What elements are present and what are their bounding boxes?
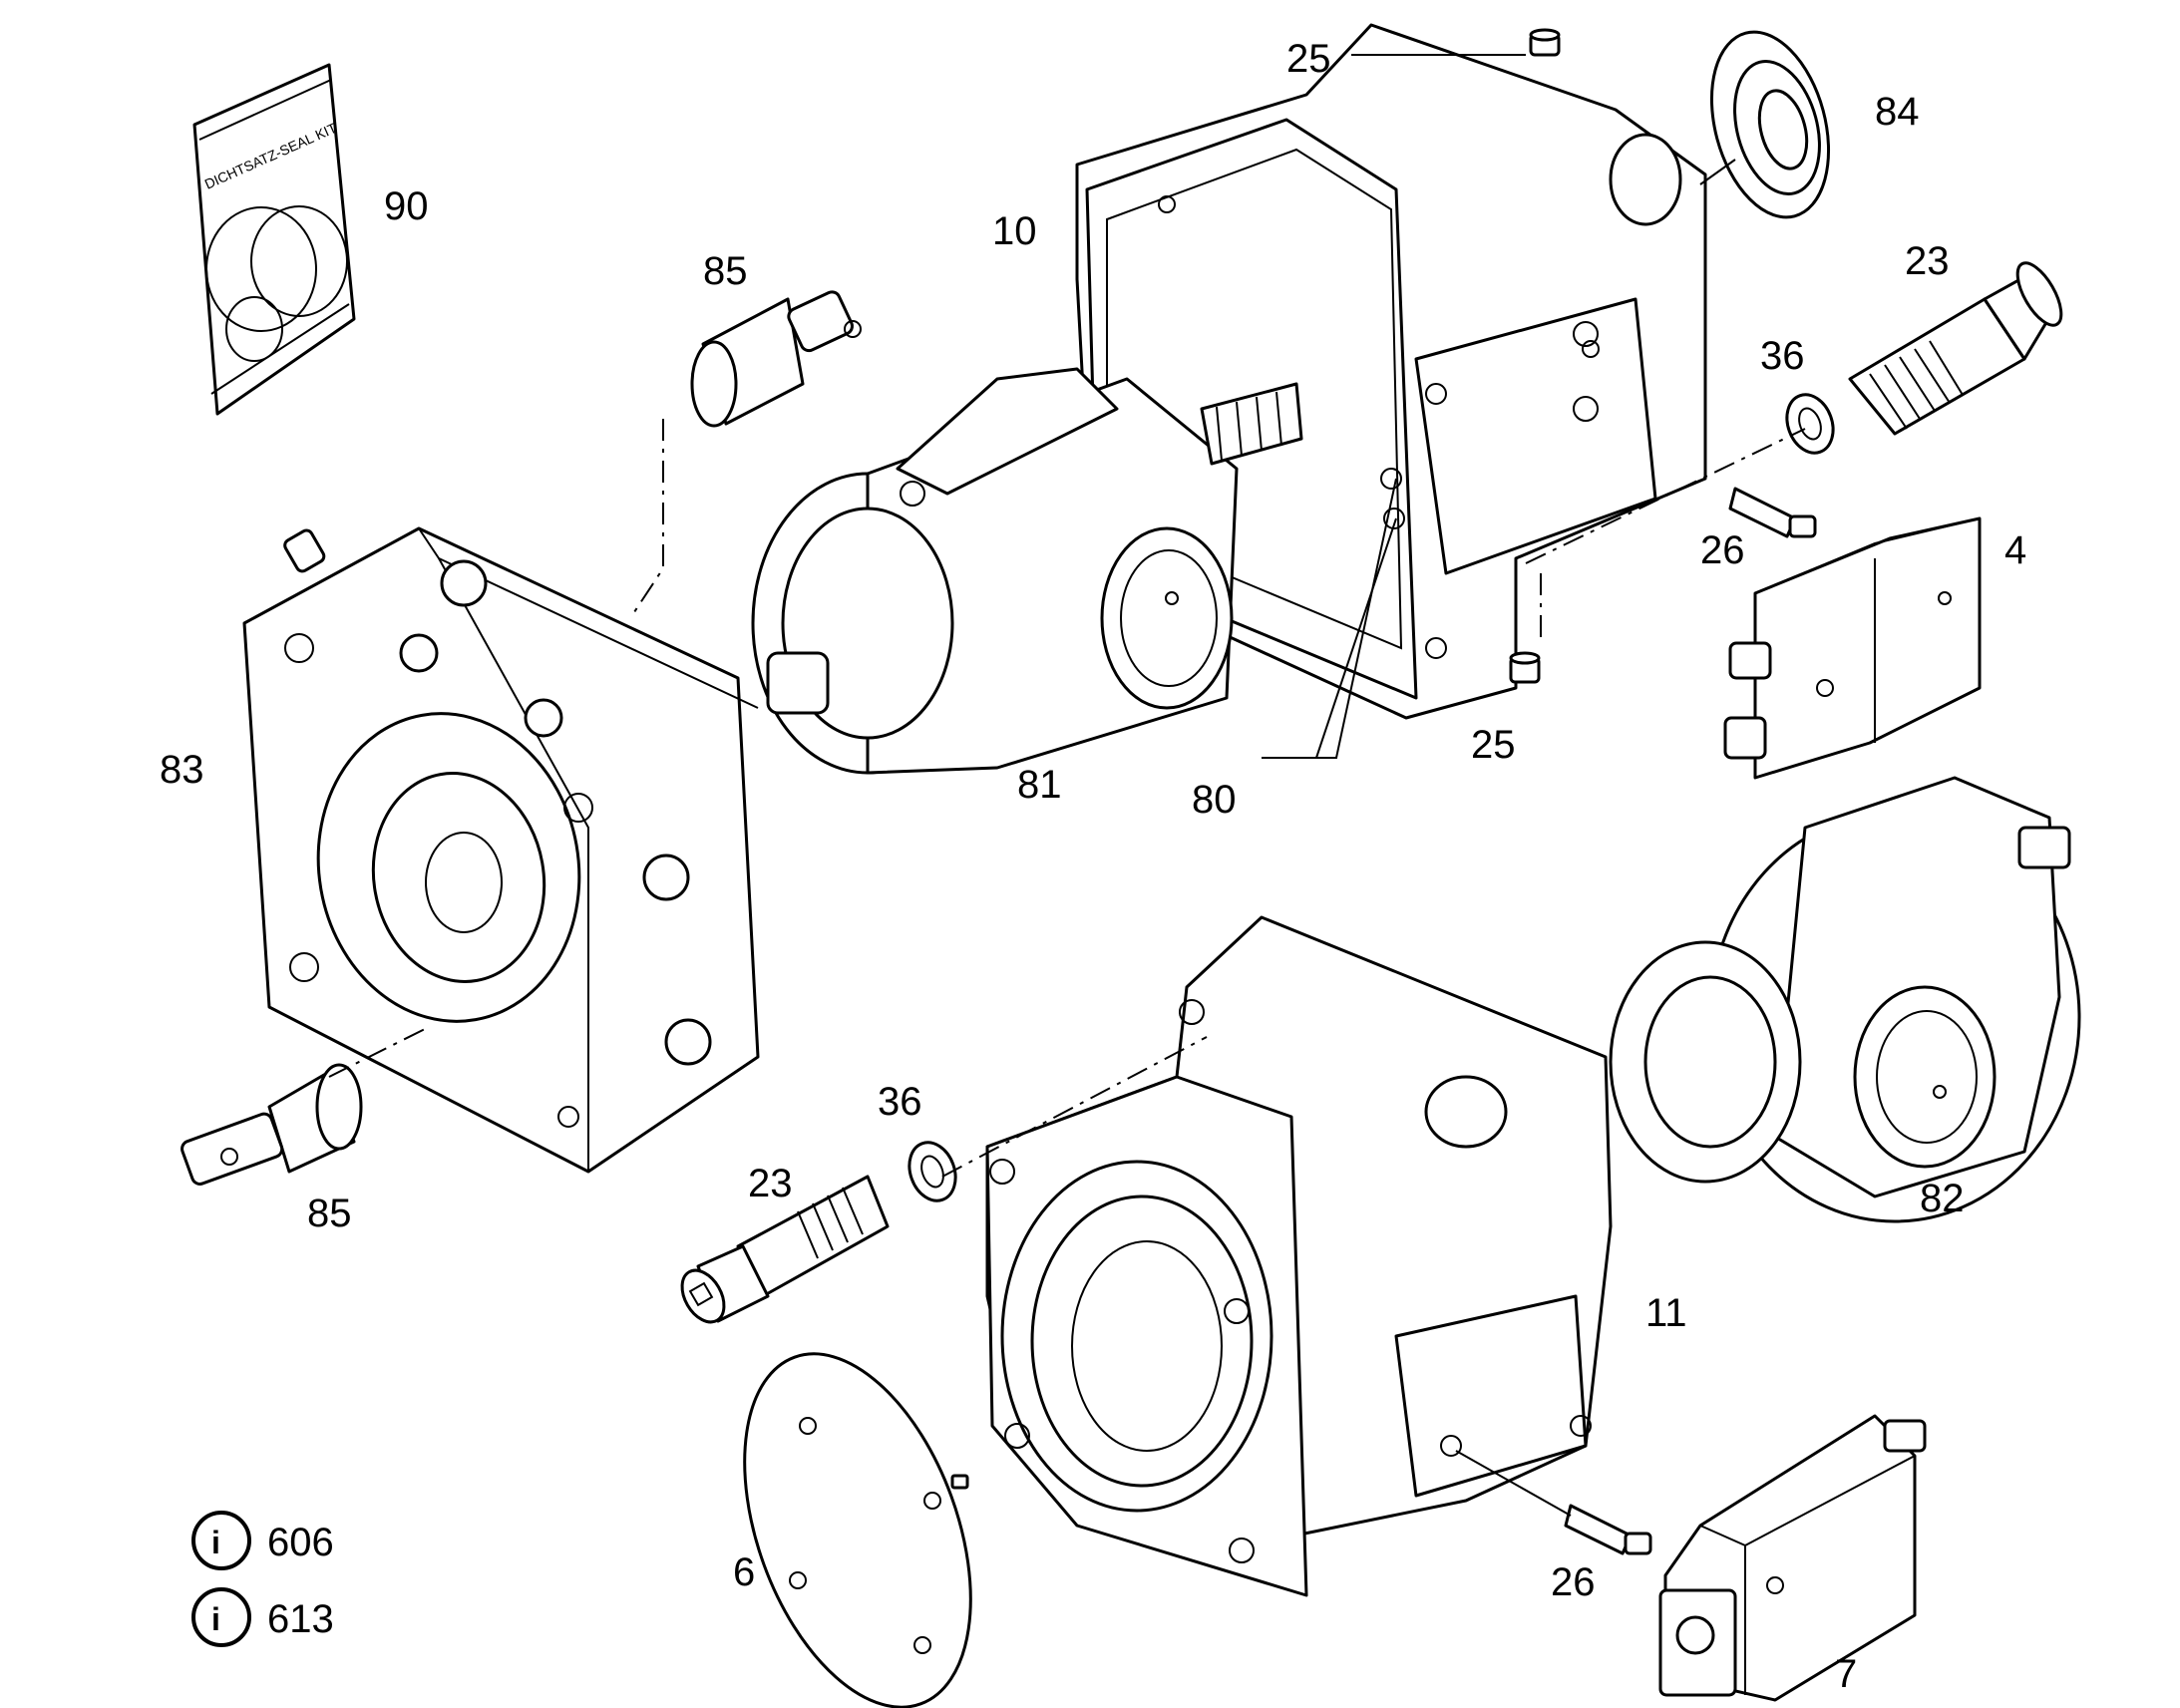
callout-83: 83 (160, 748, 204, 792)
housing-part-11[interactable] (985, 915, 1613, 1597)
info-reference-606[interactable]: i 606 (191, 1511, 334, 1570)
callout-36-bottom: 36 (878, 1080, 922, 1124)
info-reference-label-606: 606 (267, 1521, 334, 1564)
callout-36-top: 36 (1760, 334, 1805, 378)
info-icon-glyph: i (211, 1601, 220, 1637)
callout-26-bottom: 26 (1551, 1560, 1596, 1604)
callout-85-top: 85 (703, 249, 748, 293)
info-icon (191, 1587, 251, 1647)
valve-block-part-4[interactable] (1723, 516, 1982, 780)
callout-26-top: 26 (1700, 528, 1745, 572)
washer-part-36-bottom[interactable] (902, 1136, 963, 1206)
pins-part-80[interactable] (1380, 468, 1405, 529)
callout-4: 4 (2004, 528, 2026, 572)
callout-25-top: 25 (1286, 37, 1331, 81)
plug-part-25-bottom[interactable] (1509, 651, 1541, 684)
callout-7: 7 (1835, 1652, 1857, 1696)
callout-labels: 90 85 10 25 84 23 36 26 4 83 81 80 25 85… (160, 37, 2026, 1696)
info-reference-label-613: 613 (267, 1597, 334, 1641)
seal-kit-bag-part-90[interactable]: DICHTSATZ-SEAL KIT (192, 63, 356, 416)
bolt-part-23-bottom[interactable] (673, 1175, 890, 1329)
callout-90: 90 (384, 184, 429, 228)
info-icon-glyph: i (211, 1525, 220, 1560)
callout-25-bottom: 25 (1471, 723, 1516, 767)
callout-23-bottom: 23 (748, 1162, 793, 1205)
cover-plate-part-6[interactable] (701, 1323, 1014, 1708)
cradle-assembly-part-82[interactable] (1609, 776, 2081, 1223)
rotary-group-part-81[interactable] (751, 367, 1303, 775)
pin-part-26-bottom[interactable] (1564, 1504, 1652, 1555)
callout-11: 11 (1645, 1291, 1687, 1335)
callout-81: 81 (1017, 763, 1062, 807)
callout-85-bottom: 85 (307, 1192, 352, 1235)
callout-6: 6 (733, 1550, 755, 1594)
callout-82: 82 (1920, 1177, 1965, 1220)
bolt-part-23-top[interactable] (1848, 256, 2069, 436)
callout-80: 80 (1192, 778, 1237, 822)
pin-part-26-top[interactable] (1728, 487, 1817, 538)
washer-part-36-top[interactable] (1779, 388, 1841, 459)
callout-84: 84 (1875, 90, 1920, 134)
leader-lines (328, 54, 1806, 1517)
end-plate-part-83[interactable] (242, 526, 760, 1174)
valve-block-part-7[interactable] (1658, 1414, 1927, 1702)
callout-23-top: 23 (1905, 239, 1950, 283)
plug-part-85-bottom[interactable] (180, 1063, 363, 1187)
plug-part-25-top[interactable] (1529, 28, 1561, 57)
plug-part-85-top[interactable] (690, 289, 862, 428)
shaft-seal-part-84[interactable] (1692, 19, 1847, 230)
callout-10: 10 (992, 209, 1037, 253)
info-reference-613[interactable]: i 613 (191, 1587, 334, 1647)
info-icon (191, 1511, 251, 1570)
